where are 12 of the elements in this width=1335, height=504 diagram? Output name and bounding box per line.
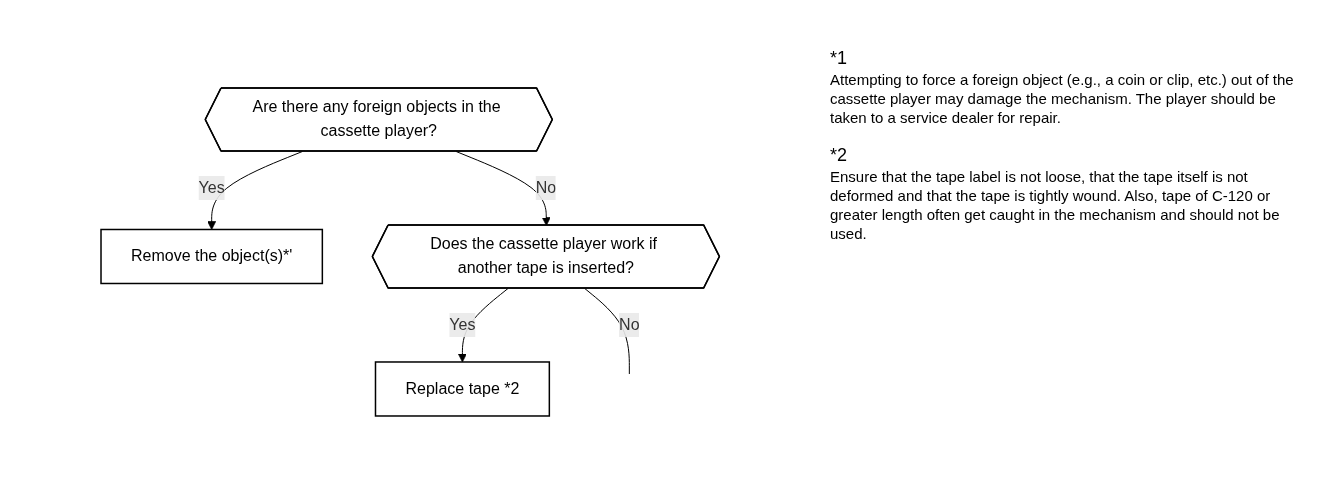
node-box: Replace tape *2 <box>374 361 550 417</box>
footnote-text: Attempting to force a foreign object (e.g., a coin or clip, etc.) out of the cassette player may damage the mechanism. The player should be taken to a service dealer for repair. <box>830 71 1295 128</box>
arrow <box>207 151 303 230</box>
node-box: Remove the object(s)*' <box>100 228 323 285</box>
footnote-text: Ensure that the tape label is not loose, that the tape itself is not deformed and that the tape is tightly wound. Also, tape of C-120 or greater length often get caught in the mechanism and should not be used. <box>830 168 1281 244</box>
edge-label: Yes <box>198 179 225 196</box>
edge-label: No <box>535 179 556 196</box>
edge-label: No <box>618 315 640 333</box>
footnote-mark: *1 <box>830 48 848 69</box>
connector <box>584 288 630 375</box>
edge-label: Yes <box>449 315 476 333</box>
footnote-mark: *2 <box>830 145 848 167</box>
